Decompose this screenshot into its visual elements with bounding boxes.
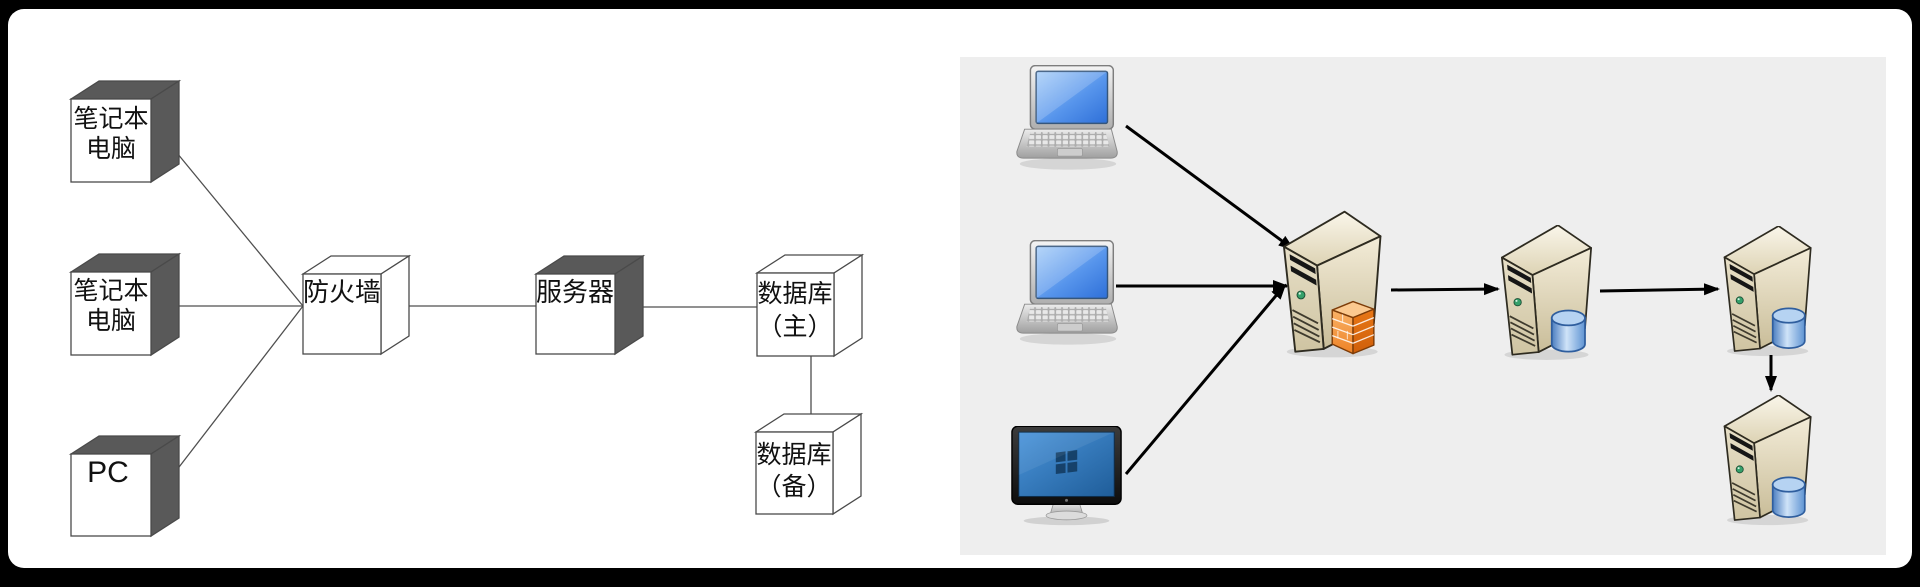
arrow-middle-primary-server: [1599, 283, 1720, 296]
node-label: 数据库: [756, 440, 831, 469]
laptop-icon: [1016, 65, 1118, 171]
connector-pc-firewall: [165, 305, 304, 485]
node-label: 笔记本: [73, 276, 148, 305]
flow-arrows: [1116, 124, 1777, 475]
node-laptop-mid-box: 笔记本 电脑: [68, 252, 182, 357]
node-label: （主）: [757, 312, 832, 341]
arrow-laptop-top-firewall: [1125, 124, 1295, 251]
node-database-backup-box: 数据库 （备）: [753, 412, 864, 516]
node-label: 电脑: [86, 306, 136, 335]
arrow-firewall-middle-server: [1390, 283, 1500, 296]
left-diagram: 笔记本 电脑 笔记本 电脑 PC 防火墙: [68, 79, 865, 538]
node-label: （备）: [756, 472, 831, 501]
node-label: 服务器: [536, 278, 614, 308]
right-diagram: [960, 57, 1886, 555]
connector-laptop-top-firewall: [162, 135, 304, 307]
node-label: PC: [87, 456, 129, 489]
node-label: 电脑: [86, 134, 136, 163]
diagram-canvas: 笔记本 电脑 笔记本 电脑 PC 防火墙: [8, 9, 1912, 568]
arrow-desktop-firewall: [1124, 283, 1287, 475]
node-label: 防火墙: [303, 278, 381, 308]
node-pc-box: PC: [68, 434, 182, 538]
node-database-primary-box: 数据库 （主）: [754, 253, 865, 358]
node-server-box: 服务器: [533, 254, 646, 356]
node-label: 数据库: [757, 279, 832, 308]
node-laptop-top-box: 笔记本 电脑: [68, 79, 182, 184]
node-label: 笔记本: [73, 104, 148, 133]
connector-lines: [162, 135, 812, 485]
node-firewall-box: 防火墙: [300, 254, 412, 356]
laptop-icon: [1016, 240, 1118, 346]
